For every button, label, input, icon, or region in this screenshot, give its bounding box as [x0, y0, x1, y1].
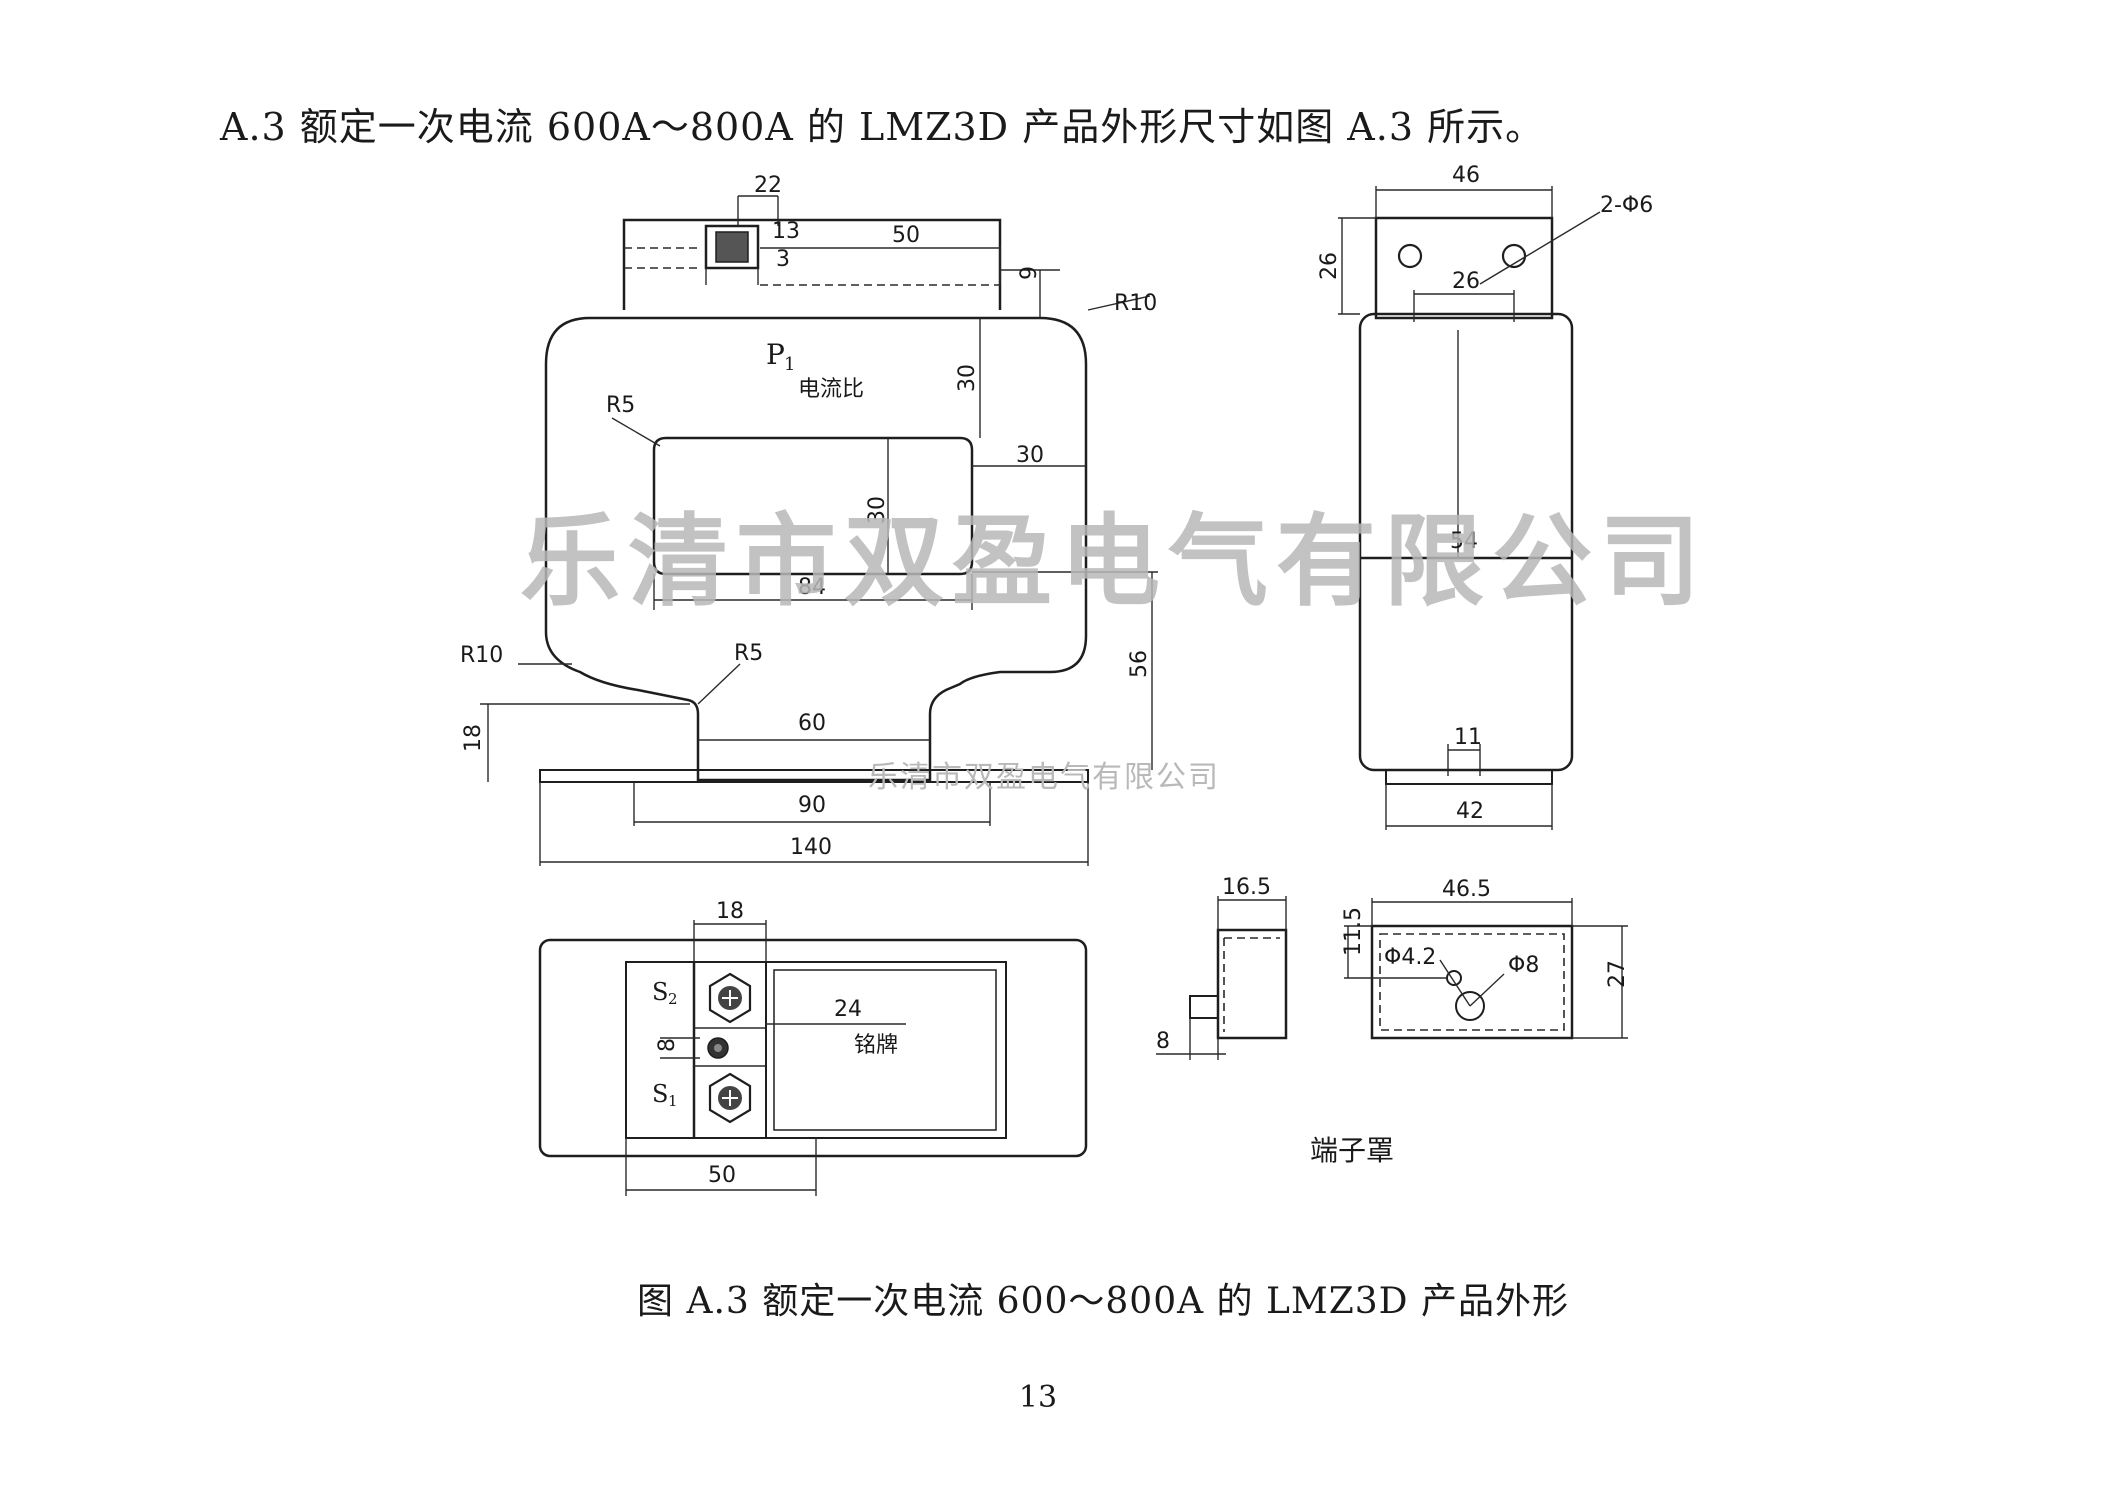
- dim-46-5: 46.5: [1442, 877, 1491, 902]
- side-dimension-lines: [1338, 186, 1601, 830]
- label-terminal-cover: 端子罩: [1310, 1134, 1394, 1167]
- base-plate: [539, 769, 1089, 783]
- page-number: 13: [1018, 1380, 1058, 1415]
- bottom-view: 18 24 8 50 S 2 S 1 铭牌: [538, 899, 1088, 1196]
- cover-front-inner: [1379, 933, 1565, 1031]
- dim-r5-top: R5: [606, 393, 635, 418]
- watermark-small: 乐清市双盈电气有限公司: [868, 760, 1220, 795]
- dim-r10-top: R10: [1114, 291, 1157, 316]
- label-s2-subscript: 2: [668, 990, 678, 1008]
- dim-56: 56: [1127, 650, 1152, 678]
- label-s1-subscript: 1: [668, 1092, 678, 1110]
- side-view: 46 2-Φ6 26 26 54 11 42: [1317, 163, 1653, 830]
- window-outline: [652, 436, 974, 576]
- dim-18: 18: [461, 724, 486, 752]
- dim-30-vertical: 30: [955, 364, 980, 392]
- dim-24: 24: [834, 997, 862, 1022]
- dim-42: 42: [1456, 799, 1484, 824]
- dim-8-cover: 8: [1156, 1029, 1170, 1054]
- dim-30-horizontal: 30: [1016, 443, 1044, 468]
- terminal-panel: [625, 961, 1007, 1139]
- hole-phi8-icon: [1455, 991, 1485, 1021]
- dim-140: 140: [790, 835, 832, 860]
- bottom-dimension-lines: [625, 920, 906, 1196]
- dim-54: 54: [1450, 529, 1478, 554]
- dim-90: 90: [798, 793, 826, 818]
- dim-9: 9: [1017, 266, 1042, 280]
- dim-27: 27: [1605, 960, 1630, 988]
- dim-11: 11: [1454, 725, 1482, 750]
- label-s1: S: [652, 1080, 668, 1108]
- dim-phi4-2: Φ4.2: [1384, 945, 1436, 970]
- mounting-hole-icon: [1501, 243, 1527, 269]
- label-nameplate: 铭牌: [854, 1033, 898, 1058]
- dim-26-vertical: 26: [1317, 252, 1342, 280]
- body-outline: [544, 316, 1088, 782]
- dim-phi8: Φ8: [1508, 953, 1539, 978]
- dim-r5-low: R5: [734, 641, 763, 666]
- terminal-block-outline: [622, 218, 1002, 310]
- dim-50-bottom: 50: [708, 1163, 736, 1188]
- nameplate-inner: [773, 969, 997, 1131]
- dim-84: 84: [798, 575, 826, 600]
- front-dimension-lines: [480, 195, 1158, 866]
- dim-30-window: 30: [865, 496, 890, 524]
- dim-3: 3: [776, 247, 790, 272]
- dim-2-phi6: 2-Φ6: [1600, 193, 1653, 218]
- label-s2: S: [652, 978, 668, 1006]
- cover-tab: [1189, 995, 1219, 1019]
- dim-8-bottom: 8: [655, 1038, 680, 1052]
- cover-dimension-lines: [1156, 896, 1628, 1060]
- terminal-nut-icon: [715, 231, 749, 263]
- dim-16-5: 16.5: [1222, 875, 1271, 900]
- terminal-s2-nut-icon: [708, 972, 752, 1024]
- side-terminal-plate: [1374, 216, 1554, 320]
- dim-r10-low: R10: [460, 643, 503, 668]
- dim-22: 22: [754, 173, 782, 198]
- label-p1: P: [766, 338, 785, 371]
- bottom-body-outline: [538, 938, 1088, 1158]
- dim-18-bottom: 18: [716, 899, 744, 924]
- nameplate-outline: [765, 961, 1007, 1139]
- label-p1-subscript: 1: [784, 354, 795, 375]
- terminal-cover-views: 16.5 8 46.5 11.5 Φ4.2 Φ8 27 端子罩: [1156, 875, 1630, 1167]
- dim-46: 46: [1452, 163, 1480, 188]
- terminal-nut-icon: [704, 224, 760, 270]
- mounting-hole-icon: [1397, 243, 1423, 269]
- cover-front-outline: [1370, 924, 1574, 1040]
- ground-screw-icon: [707, 1037, 729, 1059]
- side-base: [1385, 769, 1553, 785]
- terminal-s1-nut-icon: [708, 1072, 752, 1124]
- hole-phi4-2-icon: [1446, 970, 1462, 986]
- figure-caption: 图 A.3 额定一次电流 600～800A 的 LMZ3D 产品外形: [637, 1281, 1569, 1322]
- dim-11-5: 11.5: [1341, 907, 1366, 956]
- section-heading: A.3 额定一次电流 600A～800A 的 LMZ3D 产品外形尺寸如图 A.…: [220, 105, 1545, 149]
- cover-side-outline: [1216, 928, 1288, 1040]
- front-view: 22 13 3 50 9 R10 30 30 30 R5 84 R10 R5 5…: [460, 173, 1158, 866]
- dim-50-top: 50: [892, 223, 920, 248]
- dim-26-horizontal: 26: [1452, 269, 1480, 294]
- watermark-large: 乐清市双盈电气有限公司: [520, 503, 1708, 620]
- dim-13: 13: [772, 219, 800, 244]
- label-current-ratio: 电流比: [798, 377, 864, 402]
- dim-60: 60: [798, 711, 826, 736]
